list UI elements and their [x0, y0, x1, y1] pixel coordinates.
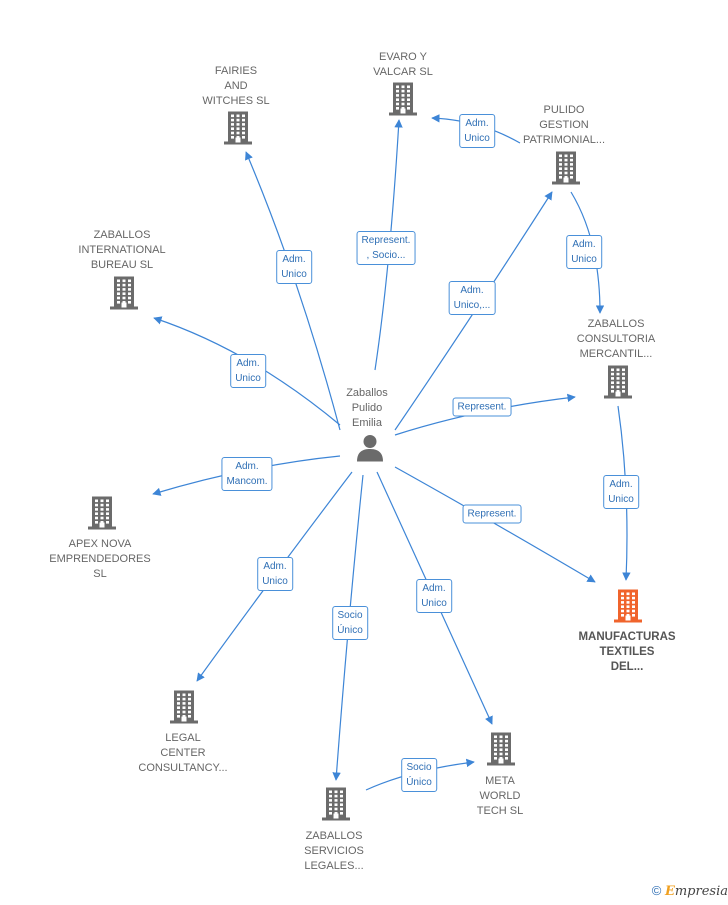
person-icon: [357, 435, 383, 462]
company-node-legal[interactable]: [169, 690, 199, 729]
relation-label-center-apex[interactable]: Adm. Mancom.: [221, 457, 273, 491]
building-icon: [614, 589, 642, 623]
company-label-zsl[interactable]: ZABALLOS SERVICIOS LEGALES...: [304, 830, 364, 872]
brand-logo: Empresia: [664, 884, 728, 899]
relation-label-center-zcm[interactable]: Represent.: [452, 397, 512, 417]
company-node-zsl[interactable]: [321, 787, 351, 826]
company-label-fairies[interactable]: FAIRIES AND WITCHES SL: [202, 65, 270, 107]
company-label-meta[interactable]: META WORLD TECH SL: [476, 775, 524, 817]
relation-label-center-pulido[interactable]: Adm. Unico,...: [448, 281, 496, 315]
footer-brand: © Empresia: [652, 883, 728, 899]
relation-label-center-zib[interactable]: Adm. Unico: [230, 354, 266, 388]
company-label-zib[interactable]: ZABALLOS INTERNATIONAL BUREAU SL: [78, 229, 166, 271]
company-node-manuf[interactable]: [613, 589, 643, 628]
company-label-evaro[interactable]: EVARO Y VALCAR SL: [373, 51, 433, 78]
building-icon: [552, 151, 580, 185]
relation-label-center-legal[interactable]: Adm. Unico: [257, 557, 293, 591]
building-icon: [389, 82, 417, 116]
building-icon: [170, 690, 198, 724]
relation-label-pulido-evaro[interactable]: Adm. Unico: [459, 114, 495, 148]
building-icon: [110, 276, 138, 310]
company-label-zcm[interactable]: ZABALLOS CONSULTORIA MERCANTIL...: [576, 318, 656, 360]
company-node-zcm[interactable]: [603, 365, 633, 404]
company-node-pulido[interactable]: [551, 151, 581, 190]
building-icon: [604, 365, 632, 399]
relation-label-center-manuf[interactable]: Represent.: [462, 504, 522, 524]
relation-edge-center-manuf: [394, 466, 596, 583]
company-node-evaro[interactable]: [388, 82, 418, 121]
building-icon: [487, 732, 515, 766]
company-node-meta[interactable]: [486, 732, 516, 771]
relation-label-center-meta[interactable]: Adm. Unico: [416, 579, 452, 613]
company-node-zib[interactable]: [109, 276, 139, 315]
building-icon: [224, 111, 252, 145]
relation-edge-center-pulido: [394, 191, 553, 431]
relation-label-center-zsl[interactable]: Socio Único: [332, 606, 368, 640]
copyright-symbol: ©: [651, 883, 662, 898]
relation-label-zsl-meta[interactable]: Socio Único: [401, 758, 437, 792]
company-label-legal[interactable]: LEGAL CENTER CONSULTANCY...: [138, 732, 228, 774]
relation-edges: [152, 114, 631, 791]
building-icon: [88, 496, 116, 530]
relation-edge-center-fairies: [245, 151, 341, 431]
company-label-pulido[interactable]: PULIDO GESTION PATRIMONIAL...: [522, 104, 606, 146]
company-node-fairies[interactable]: [223, 111, 253, 150]
company-label-apex[interactable]: APEX NOVA EMPRENDEDORES SL: [49, 538, 151, 580]
relation-label-center-evaro[interactable]: Represent. , Socio...: [356, 231, 416, 265]
relation-label-zcm-manuf[interactable]: Adm. Unico: [603, 475, 639, 509]
company-label-manuf[interactable]: MANUFACTURAS TEXTILES DEL...: [578, 631, 676, 673]
person-name[interactable]: Zaballos Pulido Emilia: [346, 387, 388, 429]
relation-label-center-fairies[interactable]: Adm. Unico: [276, 250, 312, 284]
person-node-zaballos-pulido-emilia[interactable]: [355, 433, 385, 468]
building-icon: [322, 787, 350, 821]
relation-label-pulido-zcm[interactable]: Adm. Unico: [566, 235, 602, 269]
company-node-apex[interactable]: [87, 496, 117, 535]
